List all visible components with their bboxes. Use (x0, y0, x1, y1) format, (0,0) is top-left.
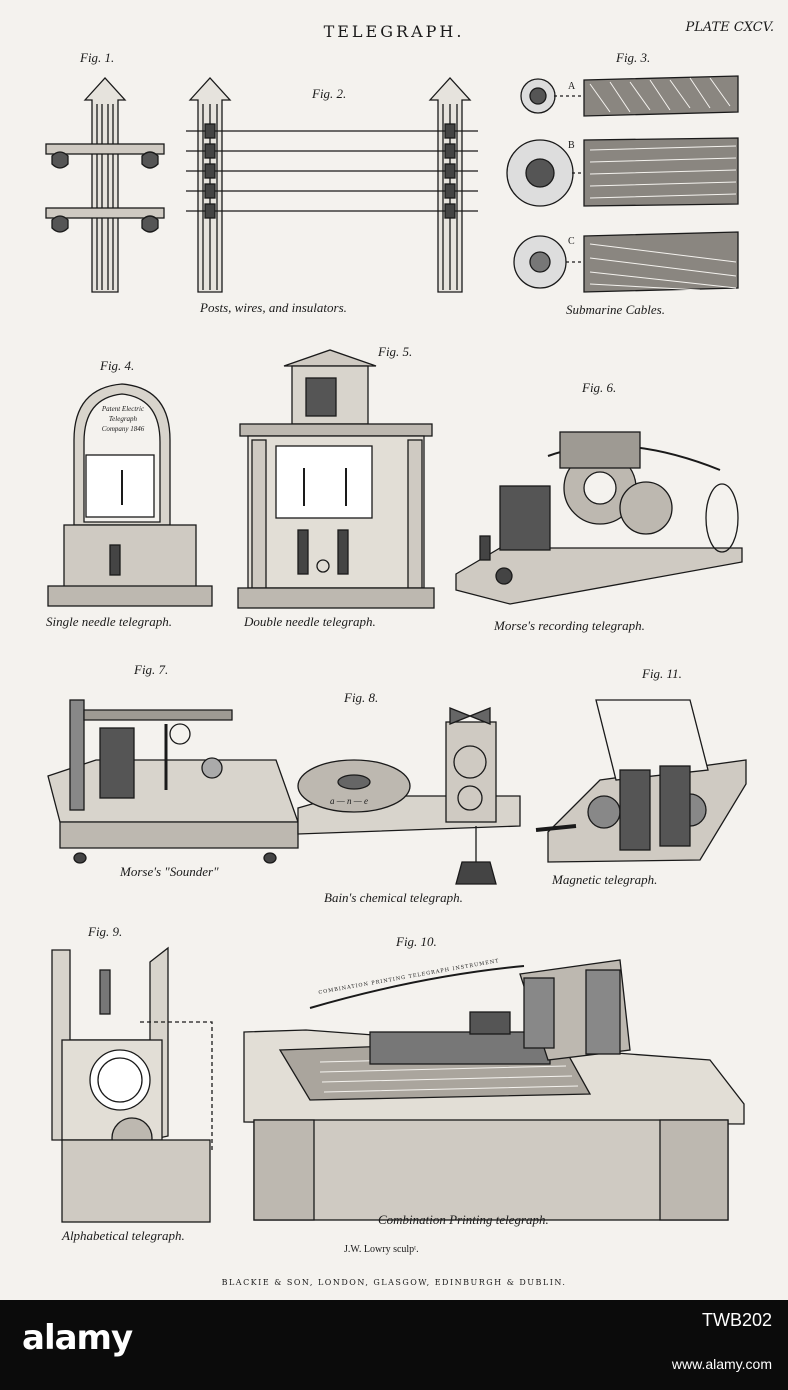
fig4-plate-text: Patent Electric Telegraph Company 1846 (101, 405, 145, 433)
fig9-alphabetical-illustration (51, 946, 213, 1223)
fig10-label: Fig. 10. (396, 934, 437, 949)
fig11-magnetic-illustration (535, 699, 747, 863)
cable-c-label: C (568, 236, 575, 247)
fig2-label: Fig. 2. (312, 86, 347, 101)
caption-single-needle: Single needle telegraph. (46, 614, 172, 629)
fig7-sounder-illustration (47, 699, 299, 864)
caption-magnetic: Magnetic telegraph. (552, 872, 658, 887)
fig4-single-needle-illustration (47, 383, 213, 607)
fig7-label: Fig. 7. (134, 662, 169, 677)
fig6-label: Fig. 6. (582, 380, 617, 395)
fig6-morse-recording-illustration (455, 431, 743, 605)
fig4-label: Fig. 4. (100, 358, 135, 373)
fig8-bain-chemical-illustration (297, 707, 521, 885)
fig1-label: Fig. 1. (80, 50, 115, 65)
caption-bain: Bain's chemical telegraph. (324, 890, 463, 905)
caption-posts: Posts, wires, and insulators. (200, 300, 347, 315)
site-url: www.alamy.com (671, 1356, 772, 1372)
caption-combination: Combination Printing telegraph. (378, 1212, 549, 1227)
fig11-label: Fig. 11. (642, 666, 682, 681)
plate-number: PLATE CXCV. (685, 20, 774, 35)
engraver-credit: J.W. Lowry sculpᵗ. (344, 1244, 419, 1255)
bain-disc-letters: a — n — e (330, 796, 368, 806)
fig5-label: Fig. 5. (378, 344, 413, 359)
fig10-combination-printing-illustration (243, 959, 745, 1221)
engraving-illustrations (45, 75, 747, 1223)
engraving-plate: TELEGRAPH. PLATE CXCV. Fig. 1. Fig. 2. F… (0, 0, 788, 1300)
fig3-label: Fig. 3. (616, 50, 651, 65)
brand-logo: alamy (22, 1318, 133, 1358)
caption-morse-recording: Morse's recording telegraph. (494, 618, 645, 633)
fig9-label: Fig. 9. (88, 924, 123, 939)
fig5-double-needle-illustration (237, 349, 435, 609)
fig2-posts-wires-illustration (186, 77, 478, 293)
fig1-post-illustration (45, 77, 165, 293)
publisher-line: BLACKIE & SON, LONDON, GLASGOW, EDINBURG… (221, 1278, 567, 1287)
cable-b-label: B (568, 140, 575, 151)
caption-double-needle: Double needle telegraph. (244, 614, 376, 629)
caption-alphabetical: Alphabetical telegraph. (62, 1228, 185, 1243)
image-id: TWB202 (701, 1310, 772, 1330)
fig3-cables-illustration (506, 75, 739, 293)
watermark-footer: alamy TWB202 www.alamy.com (0, 1300, 788, 1390)
caption-sounder: Morse's "Sounder" (120, 864, 219, 879)
plate-title: TELEGRAPH. (323, 22, 465, 41)
fig8-label: Fig. 8. (344, 690, 379, 705)
caption-cables: Submarine Cables. (566, 302, 665, 317)
cable-a-label: A (568, 81, 576, 92)
